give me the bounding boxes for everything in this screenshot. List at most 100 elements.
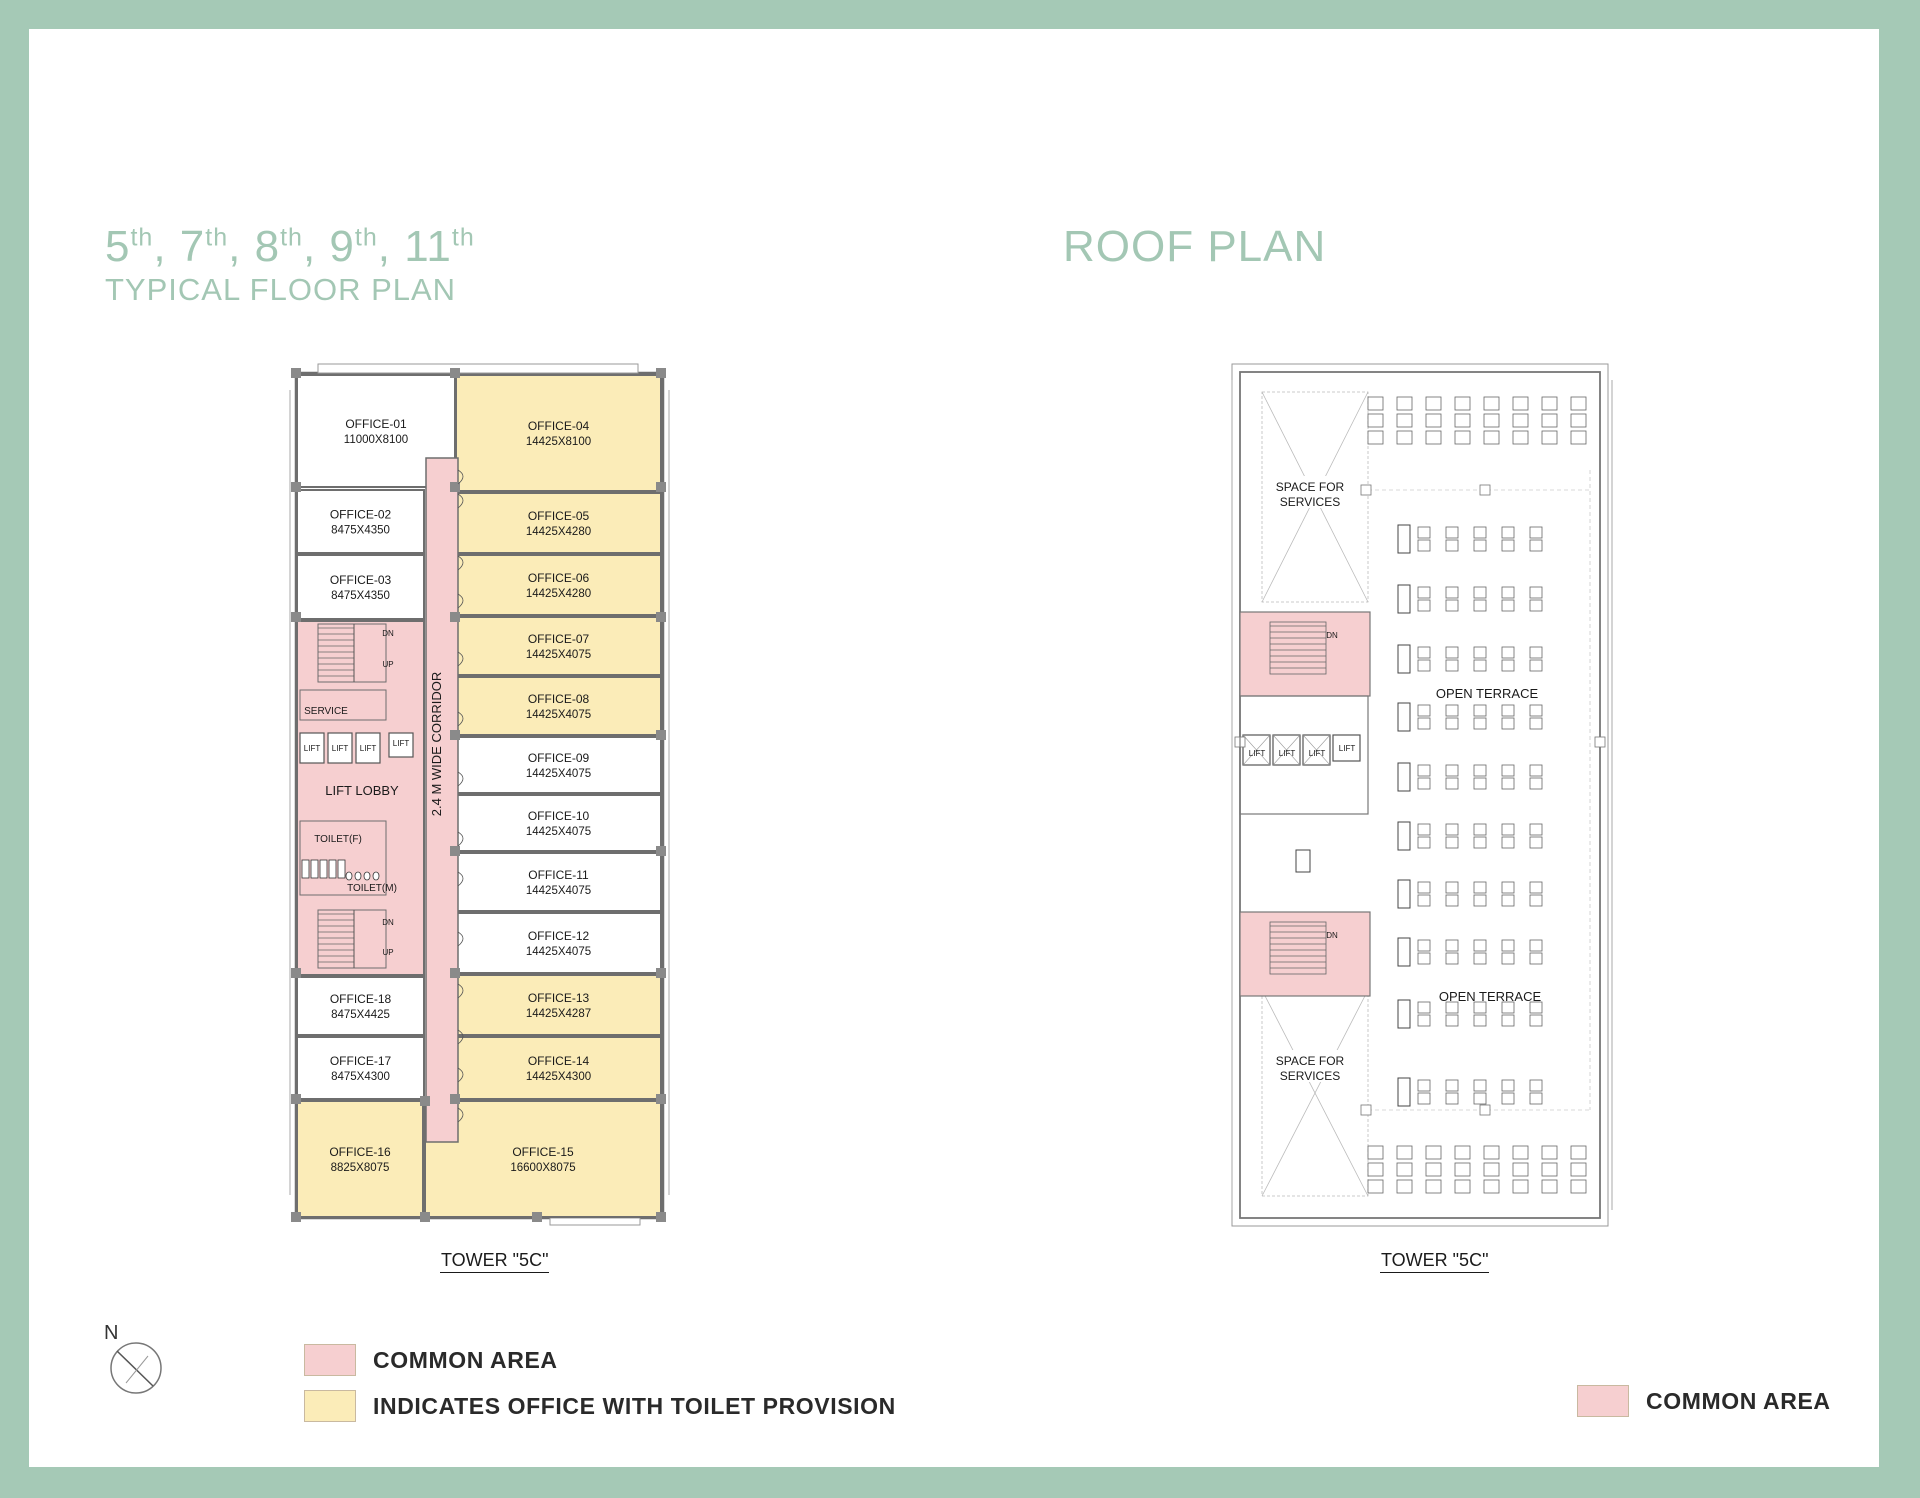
roof-equipment-unit [1570, 1145, 1587, 1160]
structural-column [291, 482, 301, 492]
lift-label: LIFT [360, 744, 377, 753]
office-size: 14425X4075 [526, 946, 591, 958]
equipment-unit [1417, 894, 1431, 907]
door-swing [457, 711, 464, 727]
roof-lift-shaft [1332, 734, 1361, 762]
equipment-unit [1529, 526, 1543, 539]
toilet-office-swatch [304, 1390, 356, 1422]
equipment-unit [1473, 894, 1487, 907]
office-room [455, 554, 662, 616]
services-label-line2: SERVICES [1280, 495, 1340, 509]
equipment-row-end [1397, 584, 1411, 614]
tower-caption-roof: TOWER "5C" [1380, 1250, 1490, 1273]
door-swing [457, 831, 464, 847]
equipment-unit [1473, 777, 1487, 790]
roof-equipment-unit [1512, 1162, 1529, 1177]
office-room [455, 912, 662, 974]
equipment-unit [1417, 939, 1431, 952]
floor-separator: , [228, 222, 255, 271]
equipment-unit [1529, 881, 1543, 894]
office-size: 14425X4075 [526, 649, 591, 661]
toilet-female-label: TOILET(F) [314, 834, 362, 845]
service-label: SERVICE [304, 706, 348, 717]
floor-ordinal-suffix: th [130, 223, 154, 252]
equipment-unit [1473, 881, 1487, 894]
roof-equipment-unit [1541, 1162, 1558, 1177]
equipment-row-end [1397, 999, 1411, 1029]
equipment-unit [1529, 586, 1543, 599]
services-label-line2: SERVICES [1280, 1069, 1340, 1083]
roof-equipment-unit [1367, 430, 1384, 445]
roof-lift-label: LIFT [1249, 749, 1266, 758]
roof-equipment-unit [1570, 1179, 1587, 1194]
lift-cross [1302, 734, 1331, 766]
equipment-unit [1473, 836, 1487, 849]
staircase [317, 909, 387, 969]
lift-shaft [388, 732, 414, 758]
door-swing [457, 1029, 464, 1045]
equipment-unit [1417, 836, 1431, 849]
equipment-unit [1501, 952, 1515, 965]
equipment-unit [1445, 1092, 1459, 1105]
wc-fixture [354, 871, 362, 881]
equipment-unit [1501, 1014, 1515, 1027]
equipment-unit [1445, 704, 1459, 717]
roof-equipment-unit [1454, 396, 1471, 411]
structural-column [450, 368, 460, 378]
office-name: OFFICE-11 [528, 868, 589, 882]
equipment-unit [1445, 599, 1459, 612]
structural-column [532, 1212, 542, 1222]
equipment-unit [1501, 586, 1515, 599]
lift-cross [1272, 734, 1301, 766]
roof-stair [1269, 621, 1327, 675]
roof-equipment-unit [1512, 1145, 1529, 1160]
office-name: OFFICE-13 [528, 991, 590, 1005]
floor-number-5: 5 [105, 222, 131, 271]
equipment-unit [1501, 1092, 1515, 1105]
equipment-unit [1529, 599, 1543, 612]
equipment-unit [1445, 1079, 1459, 1092]
roof-equipment-unit [1454, 1162, 1471, 1177]
office-name: OFFICE-18 [330, 992, 392, 1006]
equipment-unit [1529, 717, 1543, 730]
equipment-unit [1473, 599, 1487, 612]
equipment-unit [1529, 539, 1543, 552]
equipment-unit [1445, 764, 1459, 777]
equipment-row-end [1397, 524, 1411, 554]
equipment-unit [1473, 659, 1487, 672]
open-terrace-label-1: OPEN TERRACE [1436, 686, 1539, 701]
equipment-unit [1501, 526, 1515, 539]
equipment-unit [1501, 717, 1515, 730]
equipment-unit [1529, 1092, 1543, 1105]
facade-strip-top [317, 363, 639, 374]
equipment-unit [1417, 526, 1431, 539]
roof-equipment-unit [1570, 396, 1587, 411]
office-name: OFFICE-04 [528, 419, 590, 433]
office-room [455, 794, 662, 852]
equipment-unit [1417, 704, 1431, 717]
roof-equipment-unit [1541, 396, 1558, 411]
roof-equipment-unit [1454, 413, 1471, 428]
office-room [455, 492, 662, 554]
toilet-cubicle [337, 859, 346, 879]
roof-stair-dn-label: DN [1326, 931, 1338, 940]
roof-equipment-unit [1396, 1145, 1413, 1160]
equipment-unit [1529, 939, 1543, 952]
tower-caption-floor: TOWER "5C" [440, 1250, 550, 1273]
office-name: OFFICE-17 [330, 1054, 392, 1068]
office-room [296, 1036, 425, 1100]
legend-common-area: COMMON AREA [304, 1344, 558, 1376]
services-label-line1: SPACE FOR [1276, 480, 1345, 494]
toilet-cubicle [319, 859, 328, 879]
legend-roof-common-area: COMMON AREA [1577, 1385, 1831, 1417]
wc-fixture [372, 871, 380, 881]
roof-equipment-unit [1425, 396, 1442, 411]
equipment-unit [1445, 717, 1459, 730]
equipment-unit [1529, 823, 1543, 836]
equipment-unit [1417, 777, 1431, 790]
equipment-unit [1417, 1014, 1431, 1027]
equipment-unit [1417, 1092, 1431, 1105]
equipment-unit [1417, 646, 1431, 659]
structural-column [656, 846, 666, 856]
stair-up-label: UP [382, 660, 393, 669]
